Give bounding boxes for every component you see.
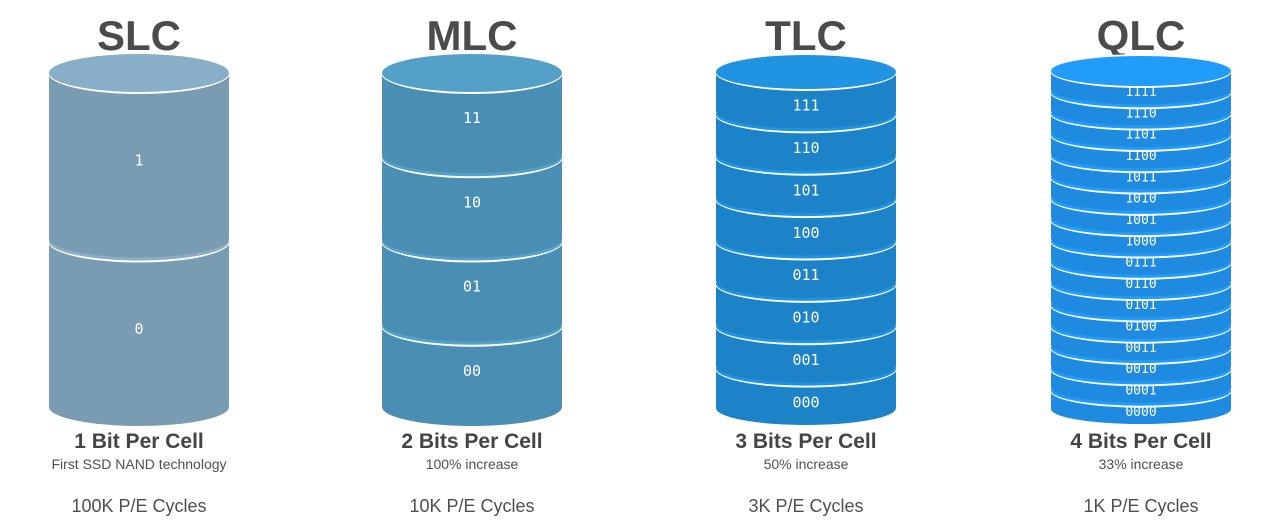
pe-cycles: 1K P/E Cycles (1083, 496, 1199, 516)
column-subtitle: 33% increase (1098, 456, 1184, 472)
column-subtitle: 100% increase (425, 456, 519, 472)
column-subtitle: First SSD NAND technology (51, 456, 227, 472)
cell-stack: 000 001 010 011 100 101 110 111 (715, 53, 897, 425)
bit-label: 0011 (1125, 341, 1156, 356)
bit-label: 101 (792, 181, 819, 199)
cell-stack: 00 01 10 11 (381, 52, 563, 426)
bit-label: 011 (792, 266, 819, 284)
column-title: MLC (426, 12, 518, 59)
bit-label: 0101 (1125, 298, 1156, 313)
bit-label: 0000 (1125, 405, 1156, 420)
cell-stack: 0000 0001 0010 0011 0100 0101 0110 0111 1000 1001… (1050, 54, 1232, 424)
bit-label: 010 (792, 309, 819, 327)
bit-label: 1111 (1125, 85, 1156, 100)
column-qlc: QLC 0000 0001 0010 0011 0100 0101 0110 0111 1000… (1021, 0, 1261, 522)
bit-label: 0001 (1125, 383, 1156, 398)
pe-cycles: 10K P/E Cycles (409, 496, 535, 516)
column-title: TLC (765, 12, 847, 59)
bit-label: 00 (463, 362, 481, 380)
bit-label: 1000 (1125, 234, 1156, 249)
cell-level: 1111 (1050, 54, 1232, 105)
column-title: QLC (1096, 12, 1186, 59)
cell-stack: 01 (48, 52, 230, 426)
bits-per-cell: 3 Bits Per Cell (735, 430, 877, 453)
bit-label: 11 (463, 109, 481, 127)
cell-level: 1 (48, 52, 230, 258)
cell-body (49, 73, 230, 258)
pe-cycles: 3K P/E Cycles (748, 496, 864, 516)
cell-body (382, 73, 562, 174)
cell-body (382, 157, 562, 258)
cell-top-face (1051, 56, 1231, 86)
bit-label: 111 (792, 97, 819, 115)
bit-label: 1001 (1125, 213, 1156, 228)
cell-level: 111 (715, 53, 897, 129)
bit-label: 1110 (1125, 106, 1156, 121)
bit-label: 100 (792, 224, 819, 242)
cell-top-face (49, 54, 229, 92)
column-subtitle: 50% increase (763, 456, 849, 472)
bits-per-cell: 4 Bits Per Cell (1070, 430, 1212, 453)
bit-label: 1 (134, 151, 143, 169)
bit-label: 0110 (1125, 277, 1156, 292)
cell-body (382, 241, 562, 342)
bits-per-cell: 1 Bit Per Cell (74, 430, 204, 453)
bit-label: 0100 (1125, 320, 1156, 335)
cell-level: 11 (381, 52, 563, 174)
cell-top-face (716, 55, 896, 89)
bit-label: 1101 (1125, 128, 1156, 143)
bit-label: 0111 (1125, 256, 1156, 271)
bit-label: 1100 (1125, 149, 1156, 164)
bit-label: 0 (134, 320, 143, 338)
bit-label: 1011 (1125, 170, 1156, 185)
bits-per-cell: 2 Bits Per Cell (401, 430, 543, 453)
cell-body (49, 241, 229, 426)
column-title: SLC (97, 12, 181, 59)
cell-top-face (382, 54, 562, 92)
bit-label: 1010 (1125, 192, 1156, 207)
bit-label: 001 (792, 351, 819, 369)
bit-label: 0010 (1125, 362, 1156, 377)
bit-label: 10 (463, 193, 481, 211)
column-mlc: MLC 00 01 10 11 2 Bits Per Cell 100% increa… (352, 0, 592, 522)
bit-label: 110 (792, 139, 819, 157)
cell-body (382, 325, 562, 426)
bit-label: 000 (792, 393, 819, 411)
column-tlc: TLC 000 001 010 011 100 101 110 111 3 Bits Per … (686, 0, 926, 522)
pe-cycles: 100K P/E Cycles (71, 496, 207, 516)
bit-label: 01 (463, 278, 481, 296)
